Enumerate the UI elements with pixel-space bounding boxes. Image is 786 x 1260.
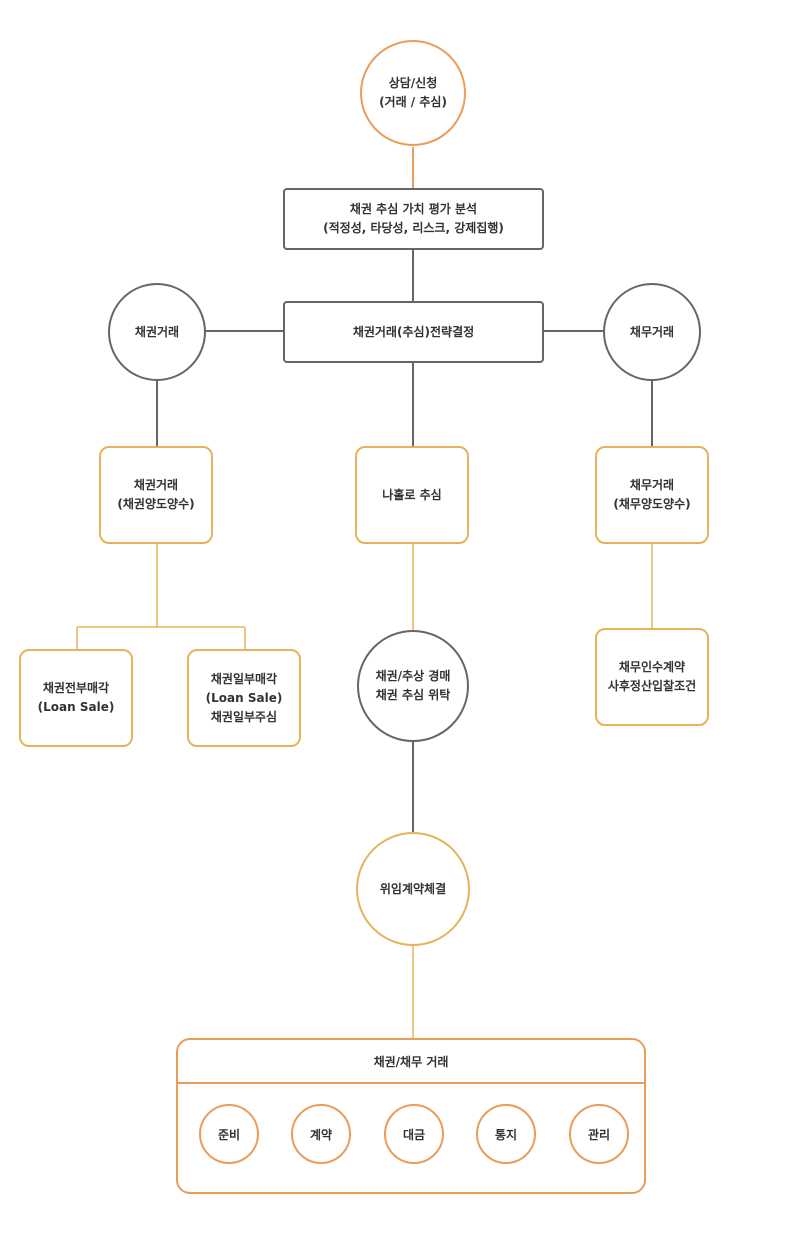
auction-circle: 채권/추상 경매 채권 추심 위탁 — [357, 630, 469, 742]
bond-trade-circle: 채권거래 — [108, 283, 206, 381]
step-manage: 관리 — [569, 1104, 629, 1164]
step-payment: 대금 — [384, 1104, 444, 1164]
panel-title: 채권/채무 거래 — [178, 1040, 644, 1084]
trade-process-panel: 채권/채무 거래 준비 계약 대금 통지 관리 — [176, 1038, 646, 1194]
consult-node: 상담/신청 (거래 / 추심) — [360, 40, 466, 146]
step-notice: 통지 — [476, 1104, 536, 1164]
strategy-node: 채권거래(추심)전략결정 — [283, 301, 544, 363]
step-contract: 계약 — [291, 1104, 351, 1164]
bond-partial-sale-box: 채권일부매각 (Loan Sale) 채권일부주심 — [187, 649, 301, 747]
debt-trade-box: 채무거래 (채무양도양수) — [595, 446, 709, 544]
nahollo-box: 나홀로 추심 — [355, 446, 469, 544]
analysis-node: 채권 추심 가치 평가 분석 (적정성, 타당성, 리스크, 강제집행) — [283, 188, 544, 250]
delegation-circle: 위임계약체결 — [356, 832, 470, 946]
step-prepare: 준비 — [199, 1104, 259, 1164]
bond-full-sale-box: 채권전부매각 (Loan Sale) — [19, 649, 133, 747]
bond-trade-box: 채권거래 (채권양도양수) — [99, 446, 213, 544]
debt-trade-circle: 채무거래 — [603, 283, 701, 381]
debt-contract-box: 채무인수계약 사후정산입찰조건 — [595, 628, 709, 726]
